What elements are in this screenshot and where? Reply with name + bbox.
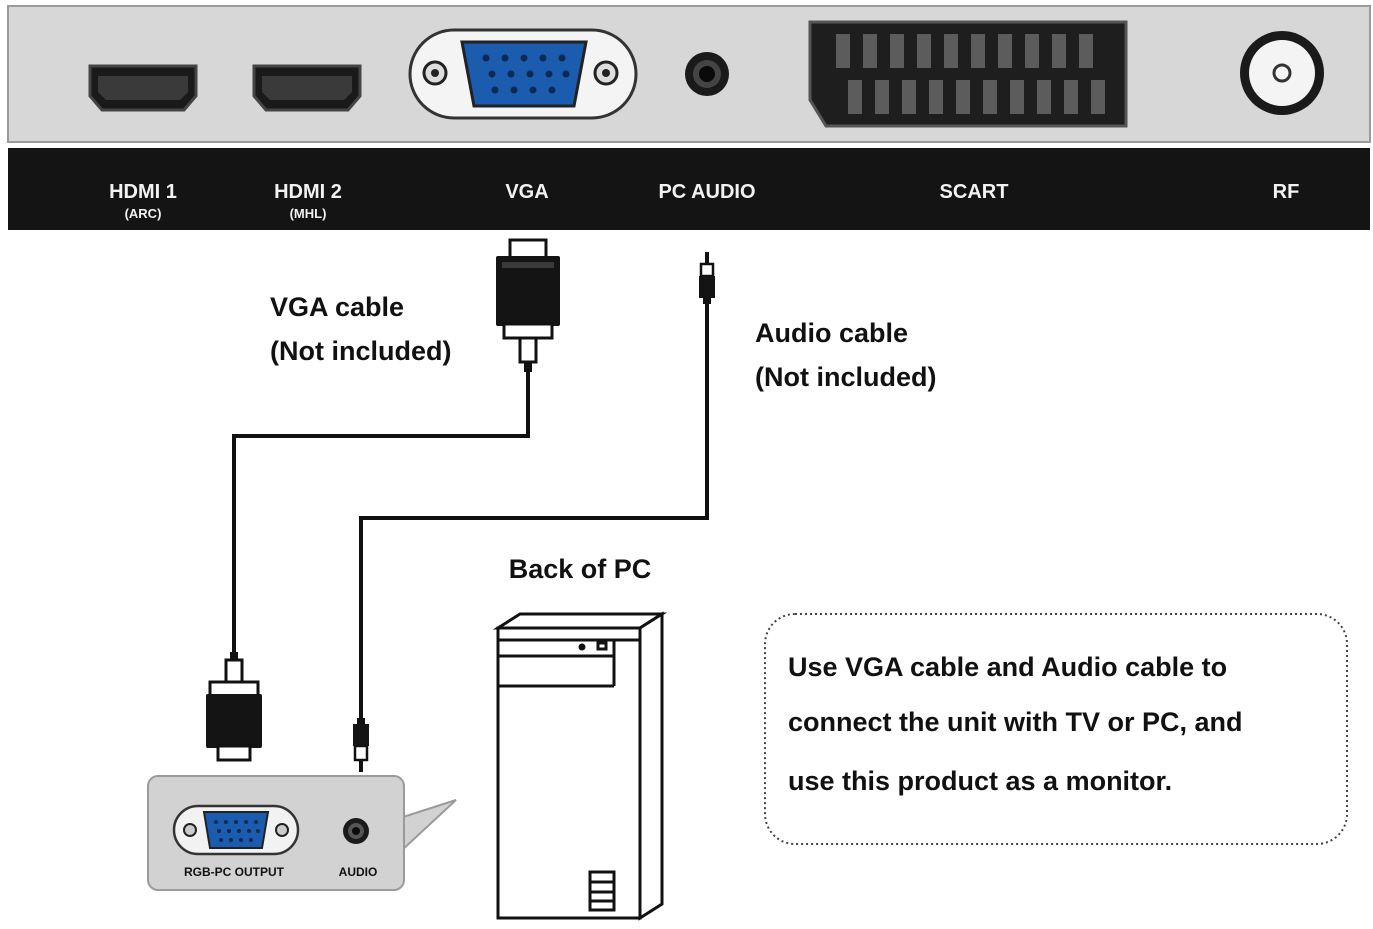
vga-plug-bottom-icon	[206, 652, 262, 762]
pc-audio-label: PC AUDIO	[658, 181, 755, 203]
pc-port-callout: RGB-PC OUTPUT AUDIO	[147, 775, 457, 891]
pc-audio-port-label: AUDIO	[339, 865, 378, 879]
hdmi2-port-icon	[252, 64, 362, 112]
hdmi1-label: HDMI 1	[109, 181, 177, 203]
vga-cable-label: VGA cable	[270, 292, 404, 322]
vga-port-icon	[408, 28, 638, 120]
scart-label: SCART	[940, 181, 1009, 203]
note-line-2: connect the unit with TV or PC, and	[788, 707, 1243, 737]
scart-pin	[890, 34, 904, 68]
vga-cable-note: (Not included)	[270, 336, 451, 366]
scart-pin	[1052, 34, 1066, 68]
scart-pin	[998, 34, 1012, 68]
rf-port-icon	[1240, 31, 1324, 115]
audio-plug-top-icon	[699, 252, 715, 304]
back-of-pc-title: Back of PC	[509, 554, 652, 584]
scart-pin	[917, 34, 931, 68]
scart-pin	[1037, 80, 1051, 114]
hdmi2-label: HDMI 2	[274, 181, 342, 203]
audio-cable-label: Audio cable	[755, 318, 908, 348]
scart-pin	[1079, 34, 1093, 68]
instruction-note: Use VGA cable and Audio cable to connect…	[764, 613, 1348, 845]
hdmi1-sublabel: (ARC)	[125, 206, 162, 221]
scart-pin	[956, 80, 970, 114]
vga-cable	[206, 238, 560, 762]
hdmi1-port-icon	[88, 64, 198, 112]
audio-cable	[353, 252, 715, 772]
scart-pin	[863, 34, 877, 68]
scart-pin	[1091, 80, 1105, 114]
scart-pin	[875, 80, 889, 114]
vga-plug-top-icon	[496, 238, 560, 372]
scart-port-icon	[808, 20, 1128, 128]
scart-pin	[944, 34, 958, 68]
pc-audio-out-jack-icon	[343, 818, 369, 844]
hdmi2-sublabel: (MHL)	[290, 206, 327, 221]
scart-pin	[971, 34, 985, 68]
scart-pin	[848, 80, 862, 114]
audio-plug-bottom-icon	[353, 718, 369, 772]
rgb-pc-output-label: RGB-PC OUTPUT	[184, 865, 285, 879]
scart-pin	[836, 34, 850, 68]
scart-pin	[983, 80, 997, 114]
port-label-bar: HDMI 1 (ARC) HDMI 2 (MHL) VGA PC AUDIO S…	[8, 148, 1370, 230]
scart-pin	[1025, 34, 1039, 68]
pc-audio-jack-icon	[685, 52, 729, 96]
tv-back-panel	[7, 5, 1371, 143]
note-line-1: Use VGA cable and Audio cable to	[788, 652, 1227, 682]
scart-pin	[929, 80, 943, 114]
vga-label: VGA	[505, 181, 548, 203]
rgb-pc-output-port-icon	[172, 804, 300, 856]
scart-pin	[1064, 80, 1078, 114]
scart-pin	[1010, 80, 1024, 114]
rf-label: RF	[1273, 181, 1300, 203]
scart-pin	[902, 80, 916, 114]
pc-tower-icon	[492, 611, 668, 921]
audio-cable-note: (Not included)	[755, 362, 936, 392]
note-line-3: use this product as a monitor.	[788, 766, 1172, 796]
